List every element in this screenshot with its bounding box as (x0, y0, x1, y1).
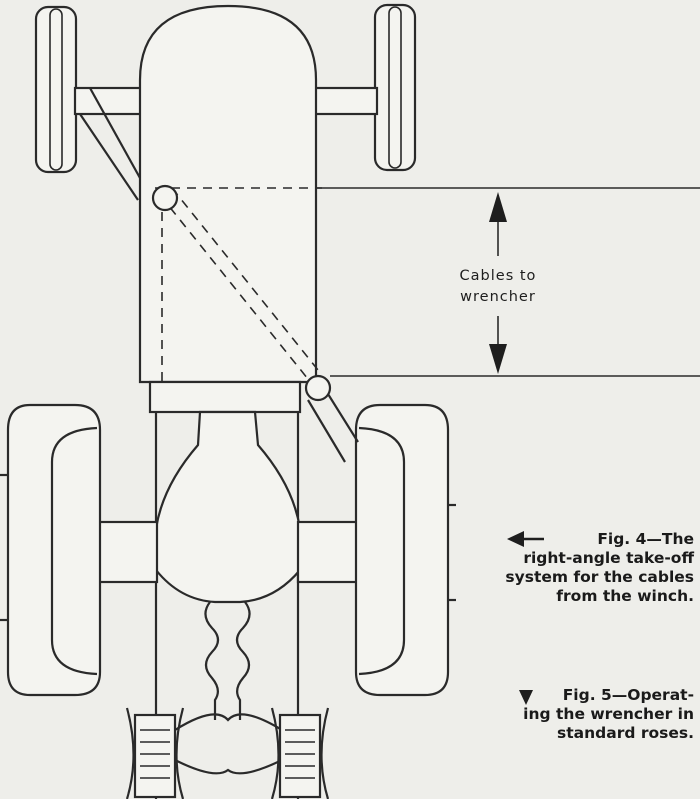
fig5-caption-line-3: standard roses. (557, 724, 694, 742)
fig4-caption-line-2: right-angle take-off (523, 549, 694, 567)
fig4-caption: Fig. 4—The right-angle take-off system f… (494, 530, 694, 606)
pulley-upper (151, 184, 179, 212)
fig4-caption-line-4: from the winch. (556, 587, 694, 605)
fig4-arrow-left-icon (507, 531, 544, 547)
cables-callout: Cables to wrencher (446, 266, 550, 308)
cable-dimension-arrow (489, 192, 507, 374)
winch-spool-left (125, 707, 185, 799)
drive-shaft-linkage (204, 601, 220, 720)
fig5-caption-line-1: Fig. 5—Operat- (562, 686, 694, 704)
differential-housing (153, 410, 303, 604)
cable-path-dashed (155, 187, 323, 385)
body-base (148, 380, 302, 414)
winch-spool-right (270, 707, 330, 799)
front-right-wheel (373, 3, 417, 172)
rear-right-wheel (354, 403, 456, 697)
fig4-caption-line-1: Fig. 4—The (597, 530, 694, 548)
front-left-wheel (34, 5, 78, 174)
pulley-lower (304, 374, 332, 402)
rear-hitch (173, 713, 284, 775)
fig4-caption-line-3: system for the cables (505, 568, 694, 586)
fig5-caption-line-2: ing the wrencher in (523, 705, 694, 723)
callout-line-1: Cables to (459, 268, 537, 284)
callout-line-2: wrencher (460, 289, 536, 305)
fig5-arrow-down-icon (519, 690, 533, 705)
hood (138, 4, 318, 384)
fig5-caption: Fig. 5—Operat- ing the wrencher in stand… (514, 686, 694, 743)
rear-axle (95, 520, 360, 584)
rear-left-wheel (0, 403, 102, 697)
